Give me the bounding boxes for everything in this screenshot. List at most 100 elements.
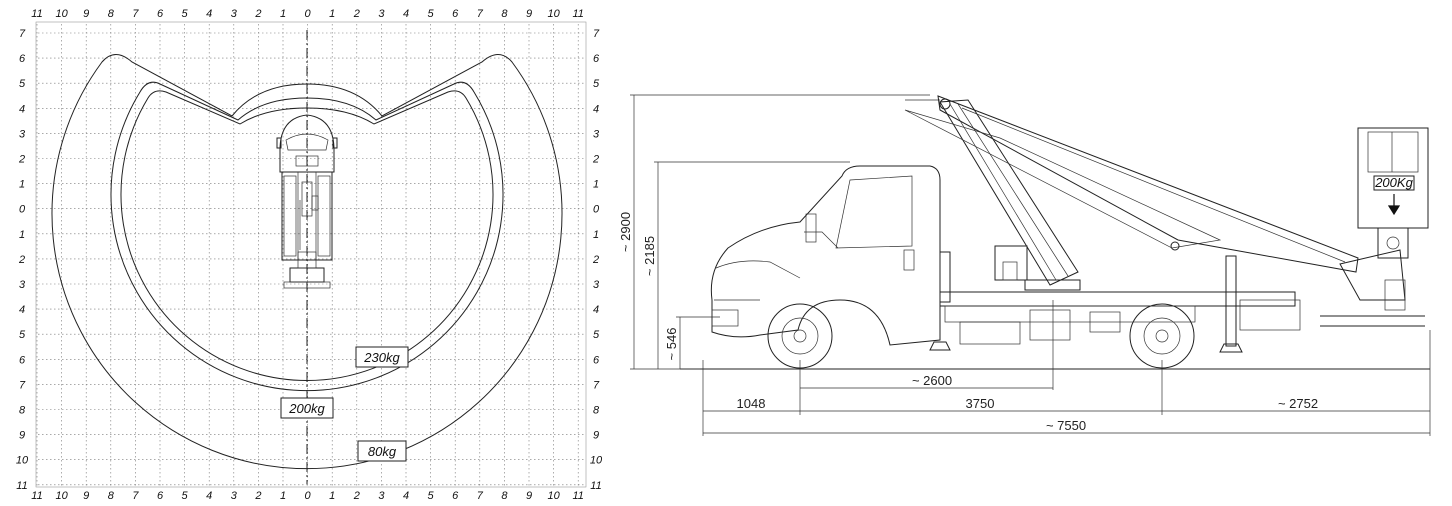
grid-top-label: 10 — [547, 8, 560, 20]
grid-right-label: 7 — [593, 379, 600, 391]
grid-bottom-label: 1 — [329, 490, 335, 502]
grid-top-label: 4 — [403, 8, 409, 20]
grid-bottom-label: 5 — [428, 490, 435, 502]
inner-range-curve — [120, 90, 494, 382]
dim-rear-overhang: ~ 2752 — [1278, 396, 1318, 411]
outer-range-curve — [51, 54, 563, 470]
grid-top-label: 3 — [378, 8, 385, 20]
grid-bottom-label: 3 — [231, 490, 238, 502]
grid-left-label: 7 — [19, 379, 26, 391]
grid-top-label: 1 — [280, 8, 286, 20]
dim-height-total: ~ 2900 — [618, 212, 633, 252]
horizontal-dimensions — [702, 300, 1431, 436]
grid-left-label: 5 — [19, 78, 26, 90]
grid-bottom-label: 0 — [305, 490, 312, 502]
grid-top-label: 8 — [501, 8, 508, 20]
grid-left-label: 4 — [19, 103, 25, 115]
grid-left-label: 3 — [19, 279, 26, 291]
lower-boom — [939, 99, 1079, 286]
grid-left-label: 3 — [19, 128, 26, 140]
grid-bottom-label: 9 — [526, 490, 532, 502]
basket-down-arrow — [1387, 194, 1401, 216]
grid-right-label: 0 — [593, 204, 600, 216]
grid-bottom-label: 2 — [353, 490, 360, 502]
grid-left-label: 10 — [16, 455, 29, 467]
svg-text:230kg: 230kg — [363, 350, 400, 365]
grid-top-label: 10 — [55, 8, 68, 20]
grid-top-label: 7 — [132, 8, 139, 20]
svg-text:200kg: 200kg — [288, 401, 325, 416]
grid-bottom-label: 11 — [572, 490, 583, 502]
turret — [994, 245, 1028, 281]
grid-bottom-label: 4 — [403, 490, 409, 502]
grid-bottom-label: 10 — [547, 490, 560, 502]
grid-right-label: 10 — [590, 455, 603, 467]
grid-top-label: 5 — [182, 8, 189, 20]
grid-top-label: 5 — [428, 8, 435, 20]
grid-top-label: 6 — [157, 8, 164, 20]
truck-cab — [710, 165, 941, 346]
basket-load-plate — [1373, 175, 1415, 191]
front-outrigger — [929, 341, 951, 351]
grid-bottom-label: 3 — [378, 490, 385, 502]
rear-outrigger — [1219, 343, 1243, 353]
grid-top-label: 11 — [572, 8, 583, 20]
grid-bottom-label: 6 — [157, 490, 164, 502]
grid-right-label: 2 — [592, 154, 599, 166]
grid-right-label: 9 — [593, 430, 599, 442]
grid-bottom-label: 10 — [55, 490, 68, 502]
grid-left-label: 1 — [19, 229, 25, 241]
grid-right-label: 2 — [592, 254, 599, 266]
truck-side-view: 200Kg — [710, 95, 1429, 369]
grid-left-label: 7 — [19, 28, 26, 40]
basket-load-label: 200Kg — [1374, 175, 1413, 190]
grid-left-label: 0 — [19, 204, 26, 216]
grid-right-label: 4 — [593, 304, 599, 316]
grid-right-label: 1 — [593, 179, 599, 191]
rear-wheel — [1129, 303, 1195, 369]
grid-top-label: 9 — [526, 8, 532, 20]
grid-left-label: 2 — [18, 254, 25, 266]
grid-left-label: 6 — [19, 53, 26, 65]
grid-bottom-label: 2 — [254, 490, 261, 502]
grid-right-label: 6 — [593, 354, 600, 366]
grid-bottom-label: 7 — [477, 490, 484, 502]
grid-right-label: 1 — [593, 229, 599, 241]
grid-right-label: 6 — [593, 53, 600, 65]
vertical-dimensions — [630, 94, 930, 370]
grid-bottom-label: 6 — [452, 490, 459, 502]
grid-right-label: 5 — [593, 329, 600, 341]
grid-right-label: 7 — [593, 28, 600, 40]
front-wheel — [767, 303, 833, 369]
grid-left-label: 2 — [18, 154, 25, 166]
dim-turret-offset: ~ 2600 — [912, 373, 952, 388]
grid-frame — [35, 21, 587, 488]
grid-right-label: 11 — [590, 480, 601, 492]
grid-bottom-label: 8 — [501, 490, 508, 502]
grid-top-label: 7 — [477, 8, 484, 20]
grid-right-label: 3 — [593, 128, 600, 140]
grid-right-label: 3 — [593, 279, 600, 291]
grid-left-label: 8 — [19, 405, 26, 417]
dim-height-chassis: ~ 546 — [664, 328, 679, 361]
grid-top-label: 4 — [206, 8, 212, 20]
grid-left-label: 11 — [16, 480, 27, 492]
grid-top-label: 8 — [108, 8, 115, 20]
svg-text:80kg: 80kg — [368, 444, 397, 459]
grid-top-label: 1 — [329, 8, 335, 20]
dim-wheelbase: 3750 — [966, 396, 995, 411]
grid-right-label: 4 — [593, 103, 599, 115]
grid-right-label: 5 — [593, 78, 600, 90]
grid-top-label: 3 — [231, 8, 238, 20]
grid-right-label: 8 — [593, 405, 600, 417]
grid-left-label: 6 — [19, 354, 26, 366]
chassis-platform — [939, 291, 1296, 307]
upper-boom — [937, 95, 1359, 273]
middle-range-curve — [110, 81, 504, 392]
grid-left-label: 5 — [19, 329, 26, 341]
truck-top-view — [276, 114, 338, 289]
